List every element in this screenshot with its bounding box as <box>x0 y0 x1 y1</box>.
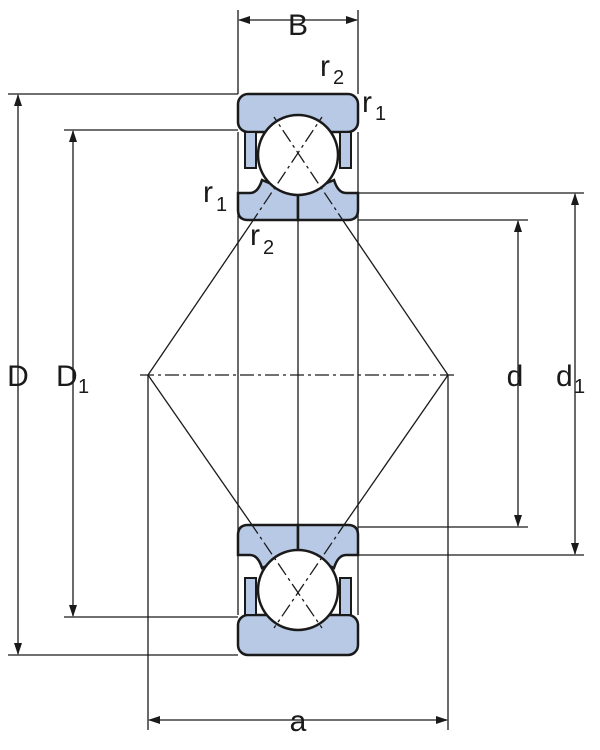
cage-left <box>244 131 257 169</box>
cage-right <box>339 131 352 169</box>
contact-angle-lines <box>147 116 449 629</box>
label-d1: d 1 <box>556 360 585 398</box>
svg-text:d: d <box>556 360 573 393</box>
label-r2-top: r 2 <box>320 50 344 89</box>
cage-right-bottom <box>339 577 352 616</box>
svg-text:D: D <box>56 360 78 393</box>
label-D1: D 1 <box>56 360 89 398</box>
label-r1-side: r 1 <box>203 176 227 216</box>
bearing-section-bottom <box>236 523 360 657</box>
svg-text:1: 1 <box>574 376 585 398</box>
cage-left-bottom <box>244 577 257 616</box>
svg-text:1: 1 <box>216 194 227 216</box>
ball-top <box>256 113 340 197</box>
svg-text:1: 1 <box>78 376 89 398</box>
svg-text:1: 1 <box>375 103 386 125</box>
svg-text:r: r <box>250 219 260 252</box>
label-B: B <box>288 9 308 42</box>
label-a: a <box>290 705 307 738</box>
label-r2-side: r 2 <box>250 219 274 259</box>
svg-text:r: r <box>362 86 372 119</box>
label-r1-top: r 1 <box>362 86 386 125</box>
label-D: D <box>7 360 29 393</box>
svg-text:2: 2 <box>263 237 274 259</box>
ball-bottom <box>256 548 340 632</box>
label-d: d <box>507 360 524 393</box>
svg-text:2: 2 <box>333 67 344 89</box>
extension-lines <box>8 10 584 730</box>
bearing-section-top <box>236 92 360 222</box>
svg-text:r: r <box>320 50 330 83</box>
svg-text:r: r <box>203 176 213 209</box>
